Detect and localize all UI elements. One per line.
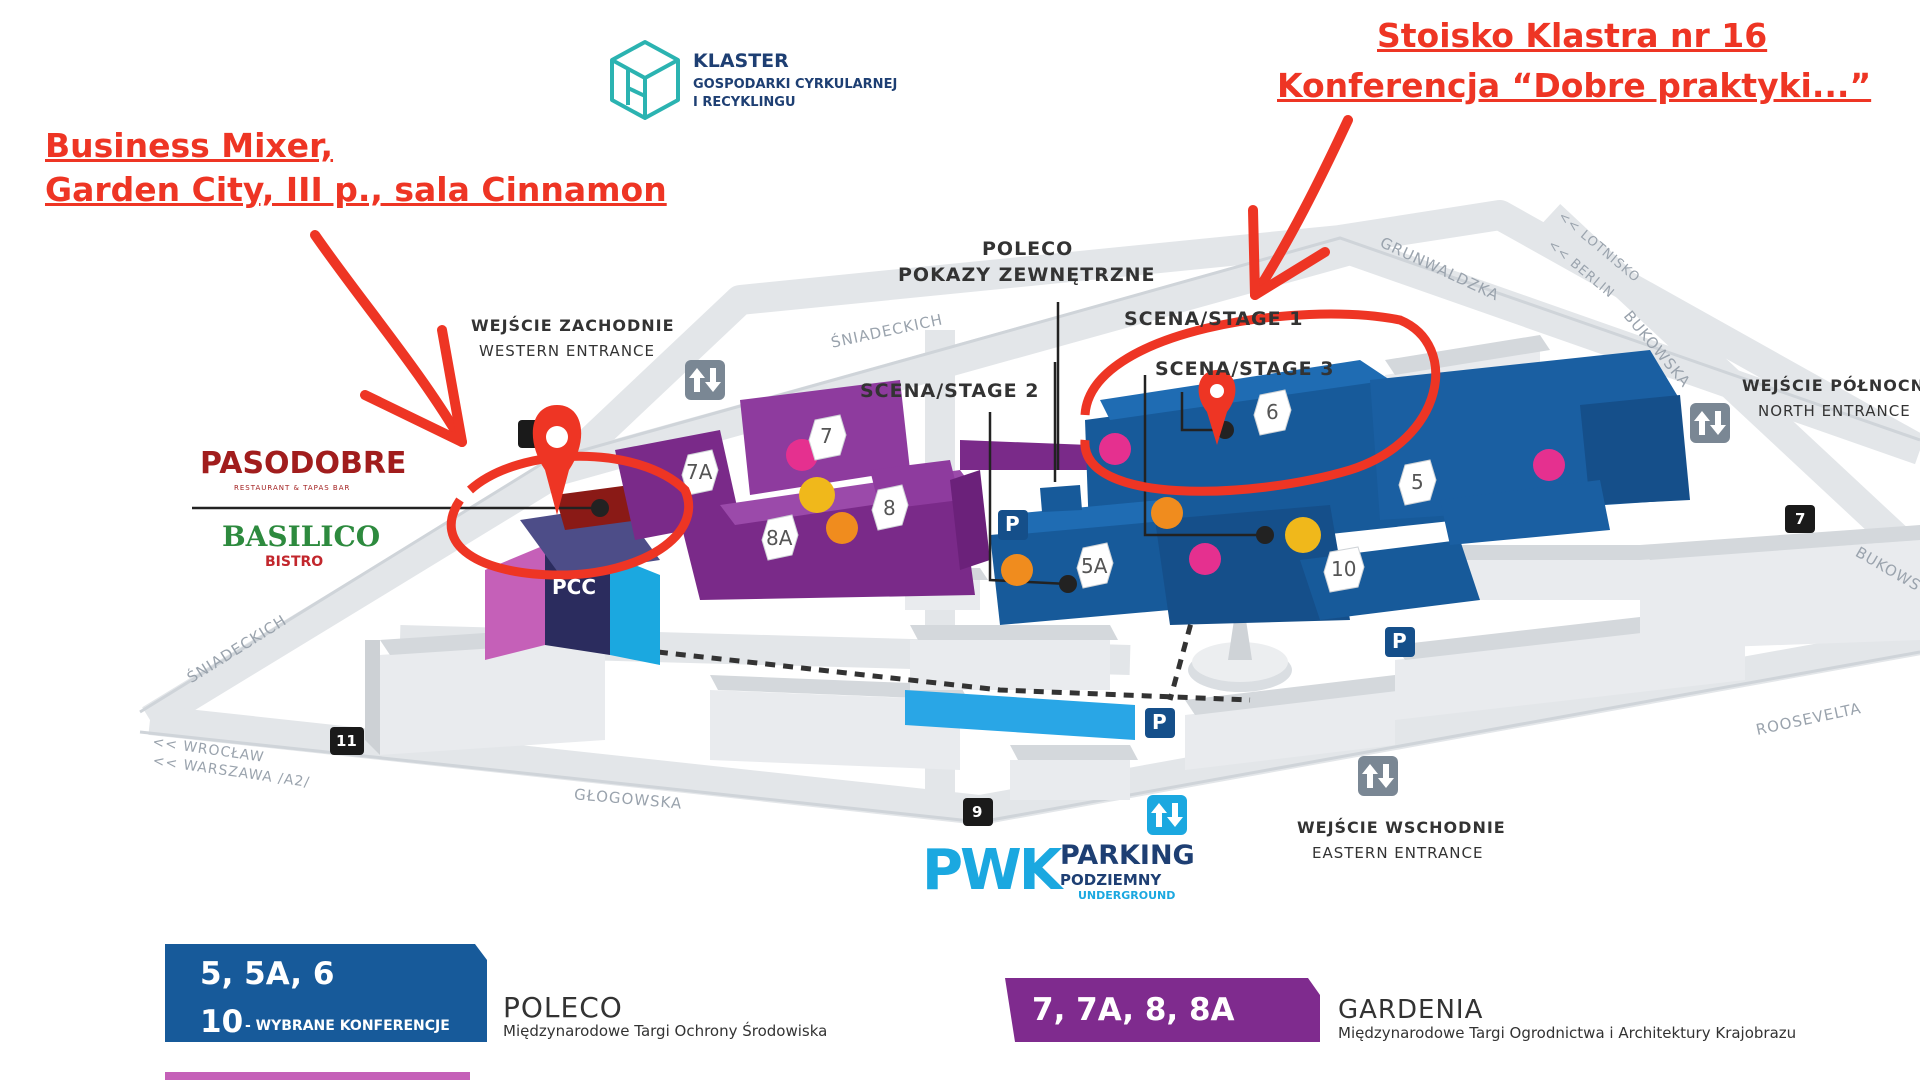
parking-underground: UNDERGROUND xyxy=(1078,889,1176,902)
location-pin-right xyxy=(1198,370,1236,445)
hall-5-number: 5 xyxy=(1411,470,1424,494)
cluster-logo-icon xyxy=(610,40,680,120)
annotation-arrows xyxy=(310,115,1353,447)
hall-10-number: 10 xyxy=(1331,557,1357,581)
east-entrance-label: WEJŚCIE WSCHODNIE xyxy=(1297,818,1506,837)
west-entrance-label: WEJŚCIE ZACHODNIE xyxy=(471,316,675,335)
pasodobre-subtitle: RESTAURANT & TAPAS BAR xyxy=(234,484,351,492)
entrance-badges xyxy=(685,360,1730,835)
parking-subtitle: PODZIEMNY xyxy=(1060,871,1162,889)
hall-6-number: 6 xyxy=(1266,400,1279,424)
legend-poleco-conference-number: 10 xyxy=(200,1004,244,1040)
gate-9-number: 9 xyxy=(972,803,983,821)
legend-poleco-description: Międzynarodowe Targi Ochrony Środowiska xyxy=(503,1022,828,1040)
legend-gardenia-description: Międzynarodowe Targi Ogrodnictwa i Archi… xyxy=(1338,1024,1797,1042)
leader-lines xyxy=(192,302,1265,586)
business-mixer-annotation[interactable]: Business Mixer, xyxy=(45,126,334,165)
hall-8a-number: 8A xyxy=(766,526,793,550)
legend-gardenia-title: GARDENIA xyxy=(1338,995,1484,1025)
north-entrance-label: WEJŚCIE PÓŁNOCNE xyxy=(1742,376,1920,395)
parking-badges xyxy=(998,510,1415,738)
hall-7-number: 7 xyxy=(820,424,833,448)
poleco-outdoor-label: POLECO xyxy=(982,238,1074,260)
legend-gardenia-halls: 7, 7A, 8, 8A xyxy=(1032,992,1235,1028)
basilico-subtitle: BISTRO xyxy=(265,554,324,570)
hall-8-number: 8 xyxy=(883,496,896,520)
basilico-logo: BASILICO xyxy=(222,520,381,553)
pcc-label: PCC xyxy=(552,575,597,599)
east-entrance-en-label: EASTERN ENTRANCE xyxy=(1312,844,1484,862)
parking-p-3: P xyxy=(1152,710,1167,734)
parking-title: PARKING xyxy=(1060,840,1195,871)
conference-annotation[interactable]: Konferencja “Dobre praktyki...” xyxy=(1277,66,1872,105)
stage-3-label: SCENA/STAGE 3 xyxy=(1155,358,1335,380)
stage-1-label: SCENA/STAGE 1 xyxy=(1124,308,1304,330)
poleco-outdoor-sub-label: POKAZY ZEWNĘTRZNE xyxy=(898,264,1156,286)
legend-poleco-title: POLECO xyxy=(503,991,623,1024)
hall-7a-number: 7A xyxy=(686,460,713,484)
legend-shapes xyxy=(165,944,1320,1080)
north-entrance-en-label: NORTH ENTRANCE xyxy=(1758,402,1911,420)
gate-7-number: 7 xyxy=(1795,510,1806,528)
facility-icons xyxy=(786,433,1565,586)
cluster-stand-annotation[interactable]: Stoisko Klastra nr 16 xyxy=(1377,16,1768,55)
cluster-logo-subtitle-1: GOSPODARKI CYRKULARNEJ xyxy=(693,77,898,92)
cluster-logo-subtitle-2: I RECYKLINGU xyxy=(693,95,796,110)
garden-city-annotation[interactable]: Garden City, III p., sala Cinnamon xyxy=(45,170,667,209)
pwk-logo: PWK xyxy=(922,838,1062,903)
hall-badges xyxy=(681,389,1437,593)
stage-2-label: SCENA/STAGE 2 xyxy=(860,380,1040,402)
parking-p-2: P xyxy=(1392,629,1407,653)
west-entrance-en-label: WESTERN ENTRANCE xyxy=(479,342,655,360)
underground-parking-area xyxy=(905,690,1135,740)
legend-poleco-halls: 5, 5A, 6 xyxy=(200,956,335,992)
hall-5a-number: 5A xyxy=(1081,554,1108,578)
location-pin-left xyxy=(532,405,582,515)
parking-p-1: P xyxy=(1005,512,1020,536)
gate-11-number: 11 xyxy=(336,732,357,750)
cluster-logo-title: KLASTER xyxy=(693,50,789,72)
legend-poleco-conference-text: - WYBRANE KONFERENCJE xyxy=(245,1018,450,1034)
pasodobre-logo: PASODOBRE xyxy=(200,446,407,481)
